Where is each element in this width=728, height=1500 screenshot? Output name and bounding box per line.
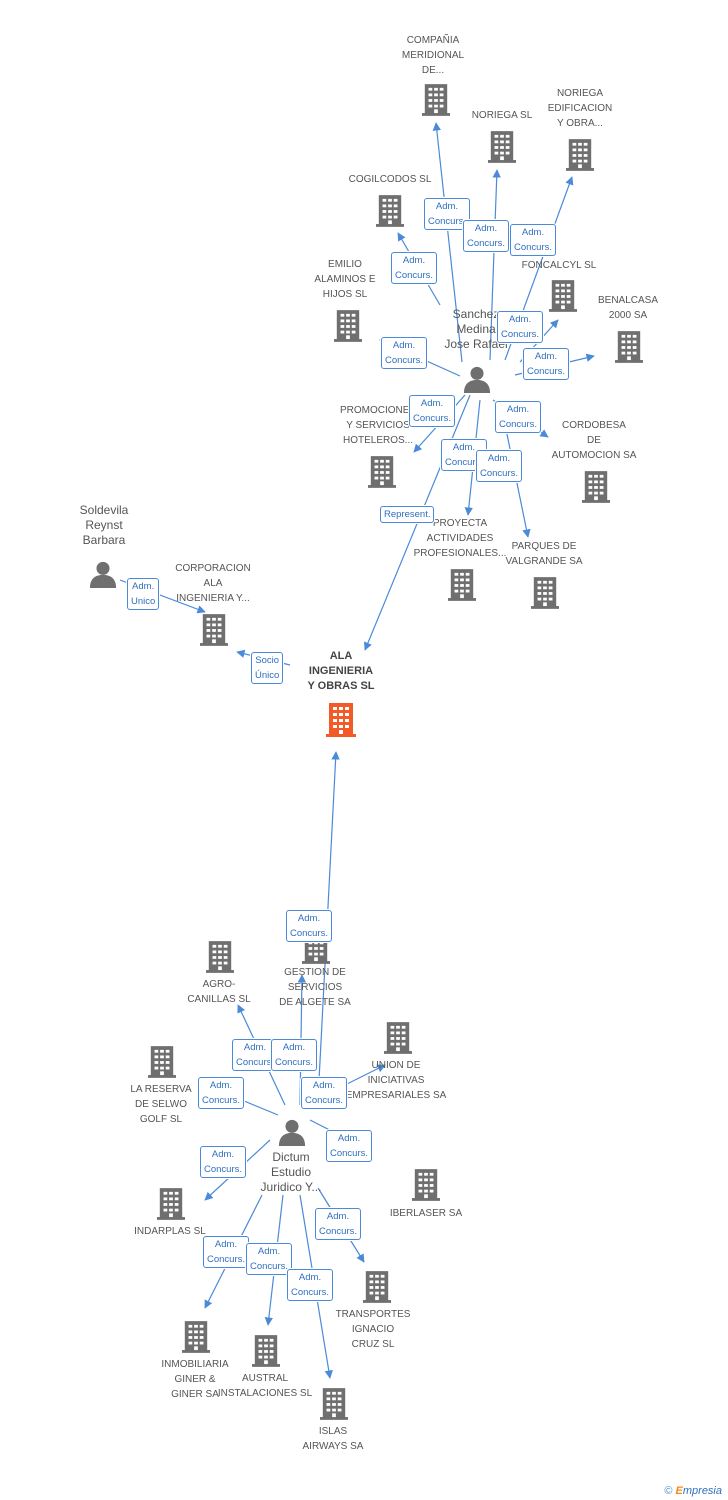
person-icon[interactable]	[463, 366, 491, 393]
role-badge[interactable]: Adm. Concurs.	[510, 224, 557, 256]
role-badge[interactable]: Adm. Unico	[127, 578, 160, 610]
building-icon[interactable]	[582, 471, 610, 503]
company-label-benalcasa[interactable]: BENALCASA 2000 SA	[597, 295, 659, 321]
person-icon[interactable]	[278, 1119, 306, 1146]
person-icon[interactable]	[89, 561, 117, 588]
copyright-symbol: ©	[664, 1485, 673, 1497]
building-icon[interactable]	[326, 703, 356, 737]
building-icon[interactable]	[206, 941, 234, 973]
role-badge[interactable]: Adm. Concurs.	[200, 1146, 247, 1178]
role-badge[interactable]: Adm. Concurs.	[381, 337, 428, 369]
building-icon[interactable]	[368, 456, 396, 488]
building-icon[interactable]	[252, 1335, 280, 1367]
role-badge[interactable]: Adm. Concurs.	[326, 1130, 373, 1162]
company-label-indarplas[interactable]: INDARPLAS SL	[134, 1226, 206, 1237]
person-label-sanchez[interactable]: Sanchez Medina Jose Rafael	[444, 307, 508, 351]
company-label-foncalcyl[interactable]: FONCALCYL SL	[521, 260, 597, 271]
building-icon[interactable]	[566, 139, 594, 171]
building-icon[interactable]	[200, 614, 228, 646]
company-label-noriega_ed[interactable]: NORIEGA EDIFICACION Y OBRA...	[547, 88, 613, 129]
brand-e-logo: E	[675, 1485, 683, 1497]
company-label-austral[interactable]: AUSTRAL INSTALACIONES SL	[217, 1373, 313, 1399]
company-label-union[interactable]: UNION DE INICIATIVAS EMPRESARIALES SA	[345, 1060, 447, 1101]
building-icon[interactable]	[148, 1046, 176, 1078]
role-badge[interactable]: Adm. Concurs.	[287, 1269, 334, 1301]
company-label-parques[interactable]: PARQUES DE VALGRANDE SA	[505, 541, 583, 567]
building-icon[interactable]	[376, 195, 404, 227]
company-label-iberlaser[interactable]: IBERLASER SA	[389, 1208, 463, 1219]
role-badge[interactable]: Represent.	[380, 506, 435, 523]
building-icon[interactable]	[182, 1321, 210, 1353]
building-icon[interactable]	[384, 1022, 412, 1054]
role-badge[interactable]: Adm. Concurs.	[497, 311, 544, 343]
main-company-label[interactable]: ALA INGENIERIA Y OBRAS SL	[307, 650, 375, 692]
role-badge[interactable]: Adm. Concurs.	[463, 220, 510, 252]
building-icon[interactable]	[422, 84, 450, 116]
person-label-dictum[interactable]: Dictum Estudio Juridico Y...	[260, 1150, 322, 1194]
role-badge[interactable]: Adm. Concurs.	[409, 395, 456, 427]
company-label-cogilcodos[interactable]: COGILCODOS SL	[348, 174, 432, 185]
role-badge[interactable]: Adm. Concurs.	[315, 1208, 362, 1240]
brand-name: mpresia	[682, 1485, 722, 1497]
footer-brand[interactable]: © Empresia	[664, 1485, 722, 1497]
company-label-gestion[interactable]: GESTION DE SERVICIOS DE ALGETE SA	[279, 967, 351, 1008]
role-badge[interactable]: Adm. Concurs.	[523, 348, 570, 380]
company-label-promociones[interactable]: PROMOCIONES Y SERVICIOS HOTELEROS...	[339, 405, 417, 446]
building-icon[interactable]	[549, 280, 577, 312]
company-label-compania[interactable]: COMPAÑIA MERIDIONAL DE...	[401, 35, 465, 76]
role-badge[interactable]: Adm. Concurs.	[232, 1039, 279, 1071]
building-icon[interactable]	[448, 569, 476, 601]
relationship-edge	[489, 169, 501, 361]
role-badge[interactable]: Adm. Concurs.	[246, 1243, 293, 1275]
company-label-proyecta[interactable]: PROYECTA ACTIVIDADES PROFESIONALES...	[413, 518, 507, 559]
company-label-transportes[interactable]: TRANSPORTES IGNACIO CRUZ SL	[335, 1309, 411, 1350]
role-badge[interactable]: Adm. Concurs.	[301, 1077, 348, 1109]
building-icon[interactable]	[320, 1388, 348, 1420]
company-label-agro[interactable]: AGRO- CANILLAS SL	[187, 979, 251, 1005]
role-badge[interactable]: Adm. Concurs.	[286, 910, 333, 942]
relationship-edge	[432, 122, 463, 363]
building-icon[interactable]	[531, 577, 559, 609]
building-icon[interactable]	[412, 1169, 440, 1201]
role-badge[interactable]: Adm. Concurs.	[271, 1039, 318, 1071]
building-icon[interactable]	[157, 1188, 185, 1220]
building-icon[interactable]	[615, 331, 643, 363]
building-icon[interactable]	[334, 310, 362, 342]
company-label-emilio[interactable]: EMILIO ALAMINOS E HIJOS SL	[314, 259, 376, 300]
company-label-lareserva[interactable]: LA RESERVA DE SELWO GOLF SL	[130, 1084, 192, 1125]
company-label-islas[interactable]: ISLAS AIRWAYS SA	[302, 1426, 364, 1452]
person-label-soldevila[interactable]: Soldevila Reynst Barbara	[79, 503, 129, 547]
building-icon[interactable]	[488, 131, 516, 163]
company-label-inmobiliaria[interactable]: INMOBILIARIA GINER & GINER SA	[161, 1359, 229, 1400]
role-badge[interactable]: Adm. Concurs.	[424, 198, 471, 230]
company-label-noriega[interactable]: NORIEGA SL	[471, 110, 533, 121]
role-badge[interactable]: Adm. Concurs.	[476, 450, 523, 482]
company-label-cordobesa[interactable]: CORDOBESA DE AUTOMOCION SA	[551, 420, 637, 461]
role-badge[interactable]: Adm. Concurs.	[495, 401, 542, 433]
role-badge[interactable]: Adm. Concurs.	[203, 1236, 250, 1268]
role-badge[interactable]: Adm. Concurs.	[198, 1077, 245, 1109]
role-badge[interactable]: Socio Único	[251, 652, 284, 684]
building-icon[interactable]	[363, 1271, 391, 1303]
role-badge[interactable]: Adm. Concurs.	[391, 252, 438, 284]
company-label-corporacion[interactable]: CORPORACION ALA INGENIERIA Y...	[175, 563, 251, 604]
